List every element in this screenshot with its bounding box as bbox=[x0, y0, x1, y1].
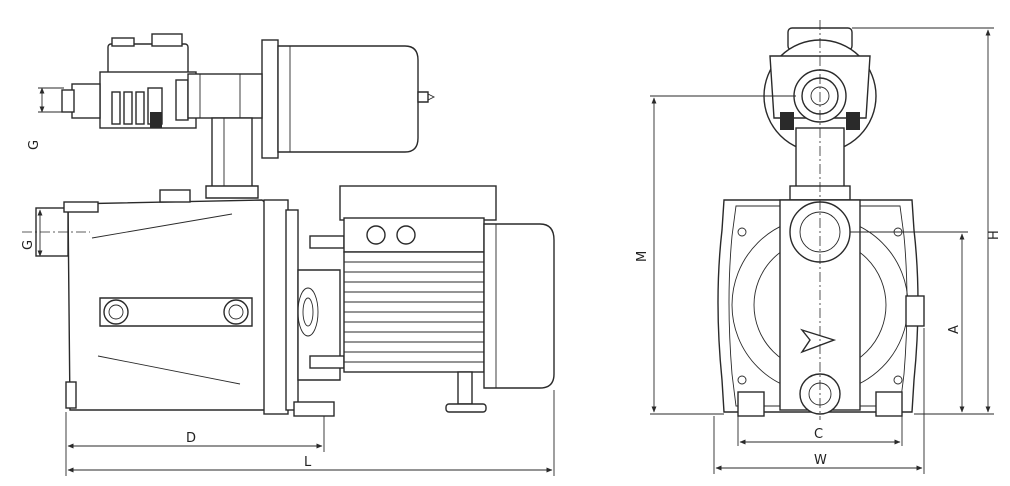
dim-w: W bbox=[713, 328, 925, 474]
dim-g-side: G bbox=[21, 209, 90, 257]
pressure-switch bbox=[61, 33, 263, 129]
dim-a: A bbox=[850, 231, 968, 413]
side-view: G G D L bbox=[21, 33, 555, 476]
label-l: L bbox=[304, 455, 312, 470]
dim-m: M bbox=[635, 95, 796, 415]
label-a: A bbox=[947, 325, 962, 334]
dim-h: H bbox=[852, 27, 1002, 415]
direction-arrow-icon bbox=[800, 328, 837, 354]
motor-cooling-fins bbox=[344, 261, 484, 363]
dim-g-top: G bbox=[27, 87, 64, 150]
label-c: C bbox=[814, 427, 823, 442]
label-g-top: G bbox=[27, 140, 42, 150]
dim-c: C bbox=[737, 416, 903, 446]
motor bbox=[339, 185, 555, 413]
riser-pipe bbox=[205, 117, 259, 199]
label-h: H bbox=[987, 230, 1002, 240]
pressure-tank bbox=[261, 39, 436, 159]
dim-l: L bbox=[65, 390, 555, 476]
dim-d: D bbox=[65, 412, 325, 452]
label-d: D bbox=[186, 431, 196, 446]
label-w: W bbox=[814, 453, 827, 468]
front-top-assembly bbox=[763, 27, 877, 201]
front-view: M H A C W bbox=[635, 20, 1002, 474]
label-m: M bbox=[635, 251, 650, 262]
motor-bracket bbox=[297, 235, 345, 381]
label-g-side: G bbox=[21, 240, 36, 250]
pump-body bbox=[35, 189, 335, 417]
